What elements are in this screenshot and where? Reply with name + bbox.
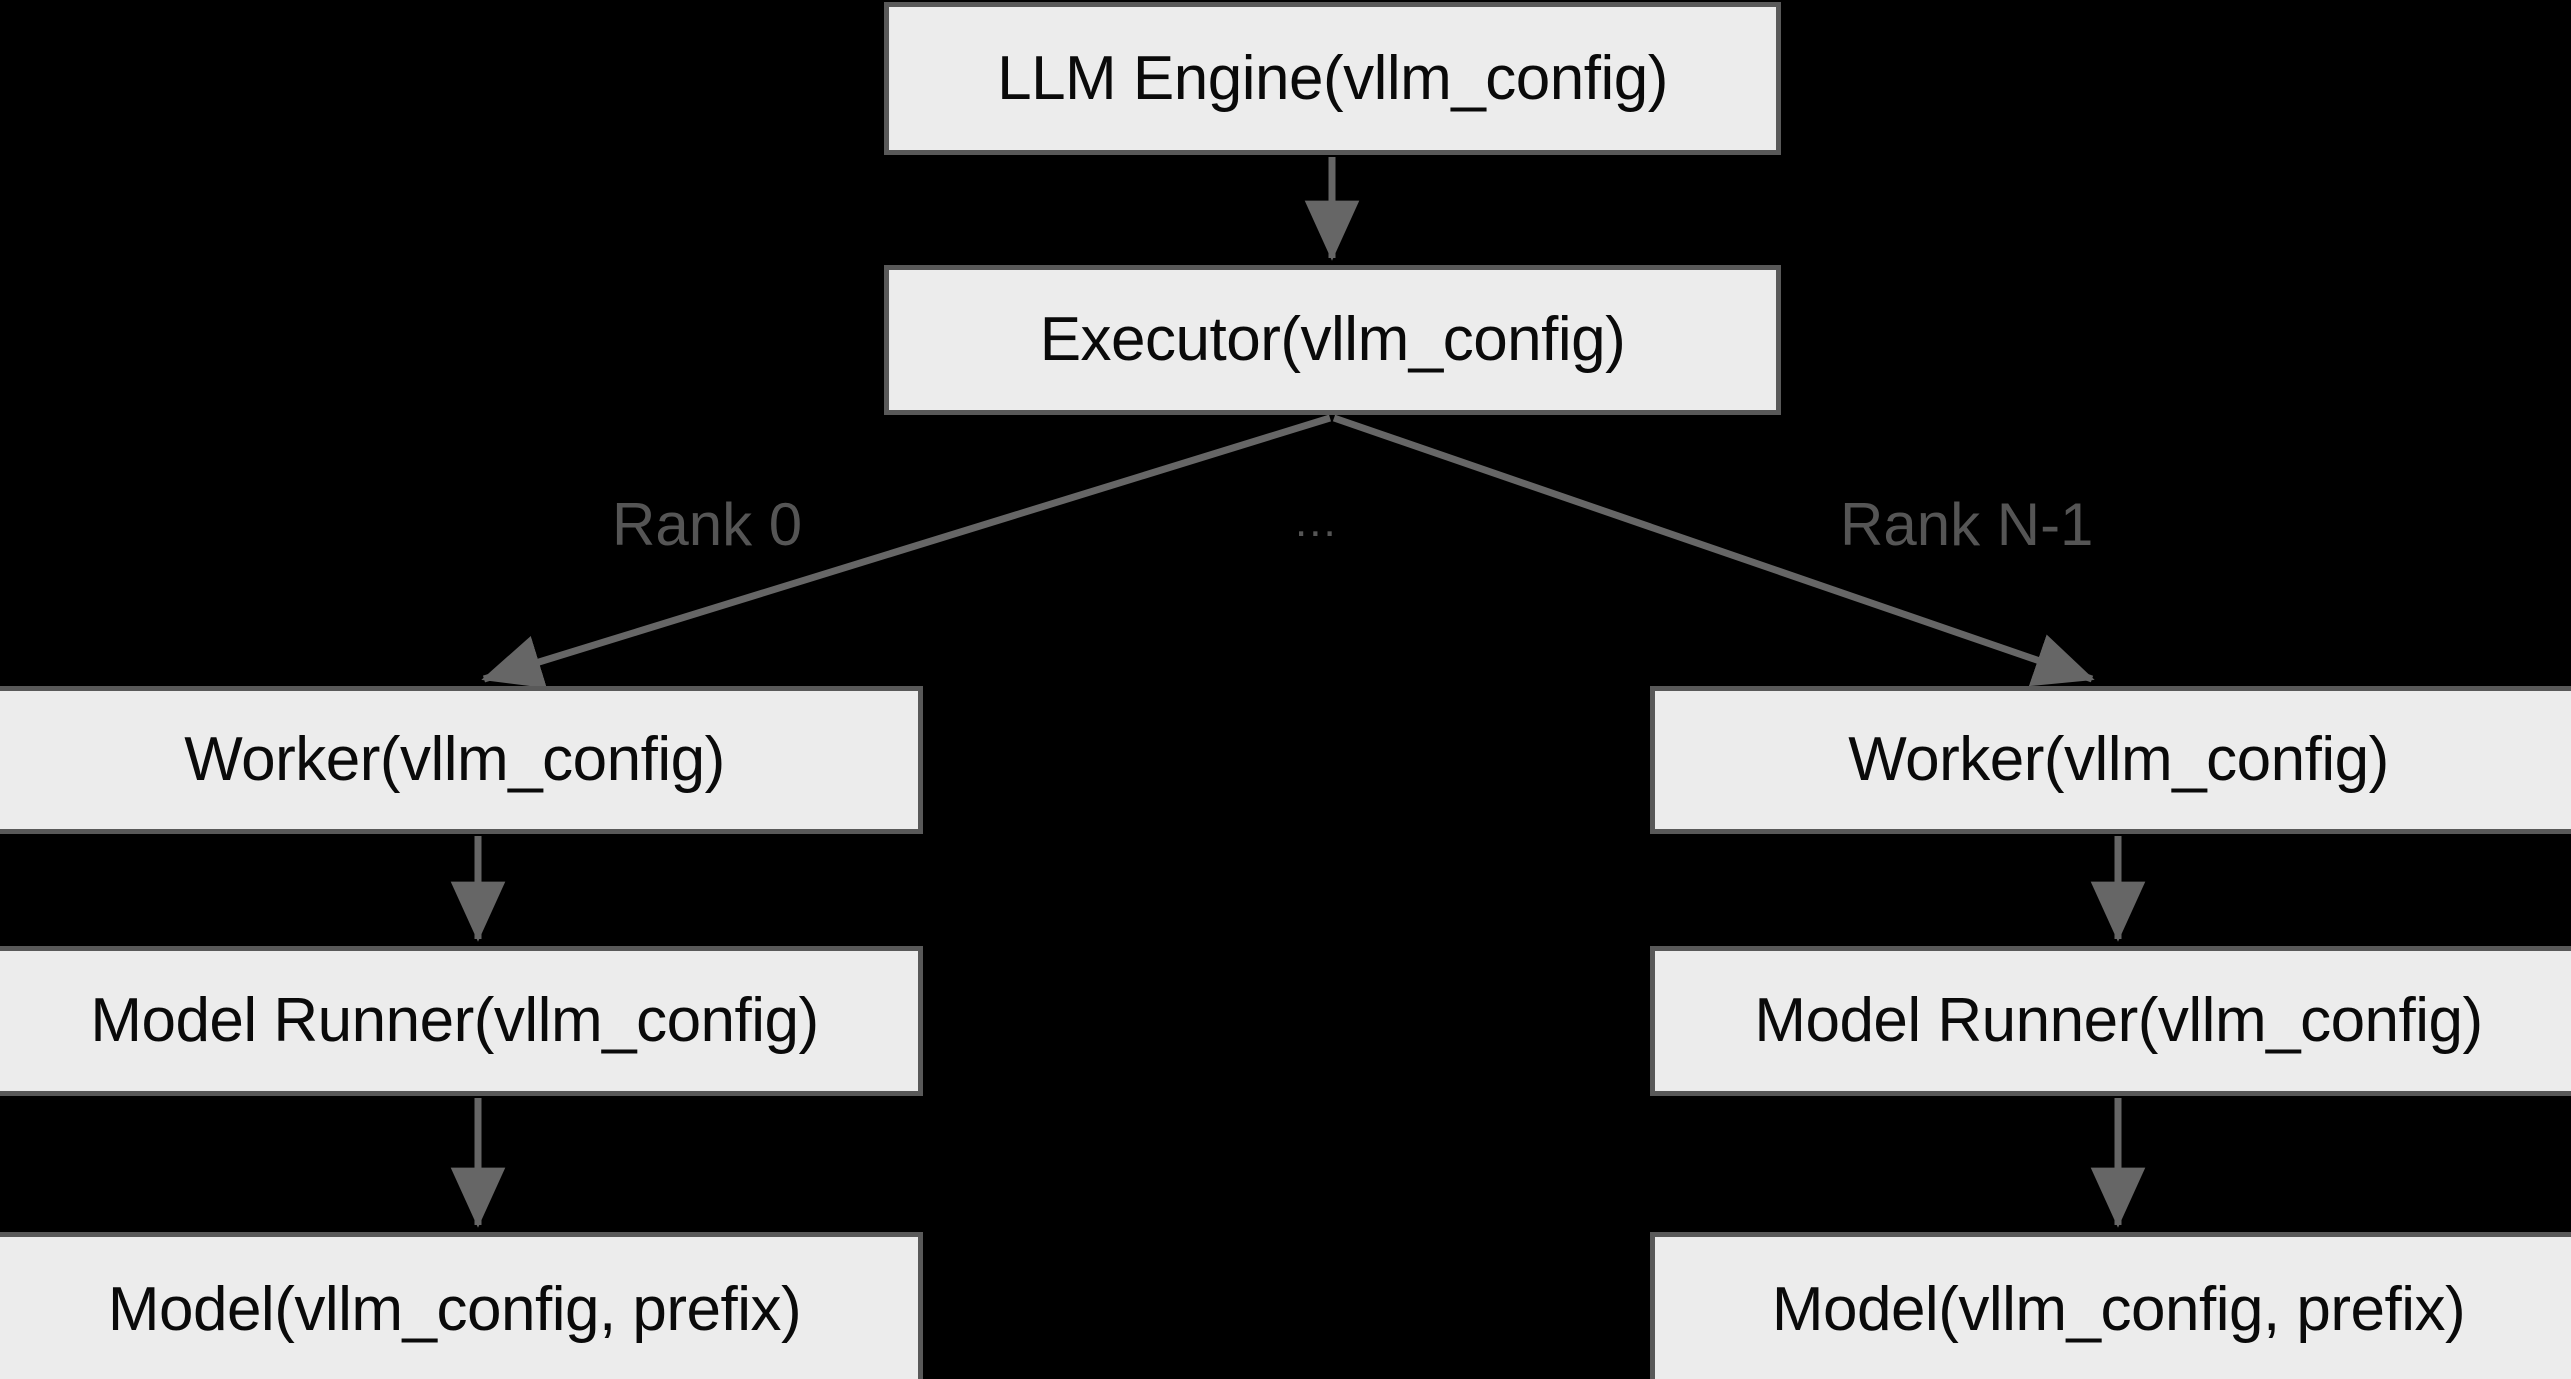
node-model-rank0-label: Model(vllm_config, prefix) — [107, 1274, 802, 1344]
node-model-rankn-label: Model(vllm_config, prefix) — [1771, 1274, 2466, 1344]
node-worker-rank0[interactable]: Worker(vllm_config) — [0, 686, 923, 834]
node-model-runner-rankn-label: Model Runner(vllm_config) — [1754, 986, 2483, 1055]
node-model-rankn[interactable]: Model(vllm_config, prefix) — [1650, 1232, 2571, 1379]
edge-label-rank0: Rank 0 — [612, 491, 803, 558]
node-model-runner-rank0-label: Model Runner(vllm_config) — [90, 986, 819, 1055]
node-model-runner-rankn[interactable]: Model Runner(vllm_config) — [1650, 946, 2571, 1096]
node-model-rank0[interactable]: Model(vllm_config, prefix) — [0, 1232, 923, 1379]
node-executor[interactable]: Executor(vllm_config) — [884, 265, 1781, 415]
node-worker-rankn[interactable]: Worker(vllm_config) — [1650, 686, 2571, 834]
node-llm-engine-label: LLM Engine(vllm_config) — [997, 43, 1668, 113]
node-worker-rank0-label: Worker(vllm_config) — [184, 725, 725, 794]
edge-executor-to-worker-rank0 — [481, 414, 1332, 689]
edge-label-ellipsis: ... — [1295, 497, 1338, 546]
edge-label-rank-n-minus-1: Rank N-1 — [1840, 491, 2094, 558]
node-llm-engine[interactable]: LLM Engine(vllm_config) — [884, 2, 1781, 155]
node-worker-rankn-label: Worker(vllm_config) — [1848, 725, 2389, 794]
node-model-runner-rank0[interactable]: Model Runner(vllm_config) — [0, 946, 923, 1096]
node-executor-label: Executor(vllm_config) — [1039, 305, 1626, 374]
